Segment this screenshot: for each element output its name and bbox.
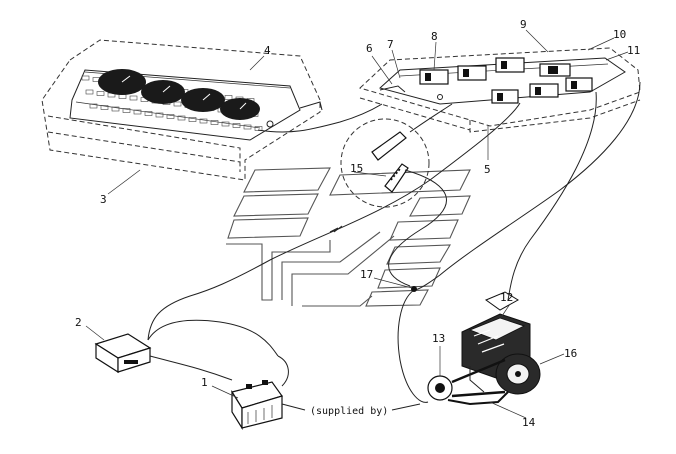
evaporator-unit bbox=[359, 47, 641, 133]
grille-slat bbox=[188, 117, 197, 122]
callout-2: 2 bbox=[75, 316, 82, 329]
callout-14: 14 bbox=[522, 416, 536, 429]
callout-11: 11 bbox=[627, 44, 640, 57]
callout-10: 10 bbox=[613, 28, 626, 41]
grille-slat bbox=[122, 108, 131, 113]
grille-slat bbox=[210, 120, 219, 125]
connection-lines bbox=[147, 81, 641, 411]
grille-slat bbox=[232, 123, 241, 128]
callout-1: 1 bbox=[201, 376, 208, 389]
callout-5: 5 bbox=[484, 163, 491, 176]
grille-slat bbox=[173, 101, 182, 107]
callout-12: 12 bbox=[500, 291, 513, 304]
grille-slat bbox=[199, 118, 208, 124]
bus-outline-ghost bbox=[226, 167, 471, 307]
grille-slat bbox=[177, 115, 186, 121]
compressor-assembly bbox=[427, 291, 541, 406]
callout-7: 7 bbox=[387, 38, 394, 51]
grille-slat bbox=[85, 89, 94, 95]
grille-slat bbox=[155, 112, 164, 118]
supplied-by-note: (supplied by) bbox=[310, 406, 388, 417]
leader-lines bbox=[85, 29, 629, 419]
grille-slat bbox=[81, 75, 90, 81]
evaporator-blowers bbox=[419, 57, 593, 104]
grille-slat bbox=[224, 95, 233, 100]
callout-labels: 1 2 3 4 5 6 7 8 9 10 11 12 13 14 15 16 1… bbox=[75, 18, 640, 429]
grille-slat bbox=[133, 109, 142, 115]
grille-slat bbox=[144, 111, 153, 116]
grille-slat bbox=[243, 124, 252, 130]
condenser-fans bbox=[98, 69, 260, 120]
battery bbox=[231, 380, 283, 431]
callout-4: 4 bbox=[264, 44, 271, 57]
control-box bbox=[94, 333, 152, 374]
callout-9: 9 bbox=[520, 18, 527, 31]
grille-slat bbox=[129, 95, 138, 101]
grille-slat bbox=[166, 114, 175, 119]
callout-13: 13 bbox=[432, 332, 445, 345]
grille-slat bbox=[118, 94, 127, 99]
callout-16: 16 bbox=[564, 347, 577, 360]
callout-3: 3 bbox=[100, 193, 107, 206]
callout-6: 6 bbox=[366, 42, 373, 55]
grille-slat bbox=[89, 103, 98, 109]
grille-slat bbox=[221, 121, 230, 127]
callout-15: 15 bbox=[350, 162, 363, 175]
grille-slat bbox=[96, 91, 105, 96]
condenser-unit bbox=[41, 39, 323, 181]
control-panel-area bbox=[340, 118, 430, 208]
callout-17: 17 bbox=[360, 268, 373, 281]
grille-slat bbox=[100, 105, 109, 110]
grille-slat bbox=[111, 106, 120, 112]
callout-8: 8 bbox=[431, 30, 438, 43]
